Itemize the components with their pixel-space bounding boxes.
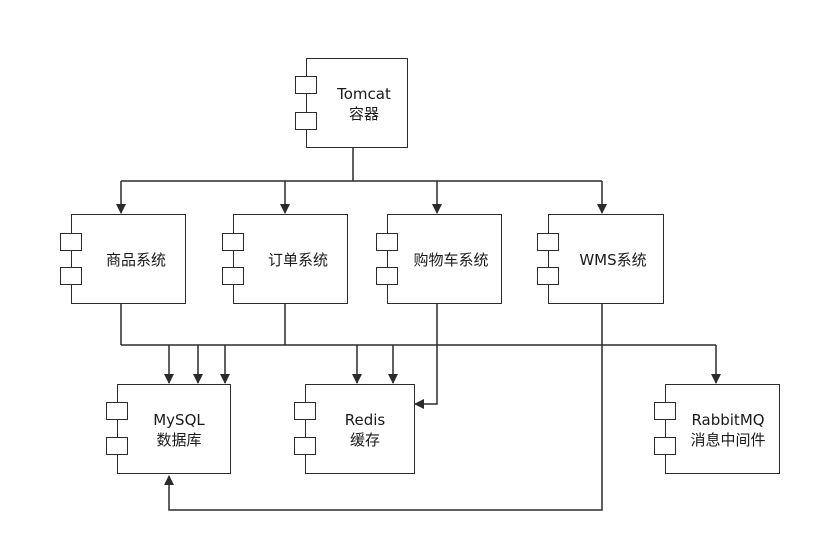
tomcat-label-line1: Tomcat [337,85,391,103]
order-label: 订单系统 [250,250,346,270]
wms-port-top [537,233,559,251]
order-component [233,214,348,304]
tomcat-component [306,58,408,148]
tomcat-label: Tomcat 容器 [322,84,406,124]
tomcat-label-line2: 容器 [348,105,379,123]
rabbitmq-label-line2: 消息中间件 [690,431,766,449]
order-port-bottom [222,267,244,285]
order-port-top [222,233,244,251]
redis-label-line2: 缓存 [349,431,380,449]
mysql-port-bottom [106,437,128,455]
redis-port-top [294,402,316,420]
order-label-line1: 订单系统 [267,251,328,269]
redis-label: Redis 缓存 [318,410,412,450]
mysql-label: MySQL 数据库 [131,410,227,450]
redis-label-line1: Redis [344,411,386,429]
cart-port-top [376,233,398,251]
cart-component [387,214,502,304]
wms-label: WMS系统 [564,250,662,270]
cart-to-redis-line [414,304,438,409]
rabbitmq-label: RabbitMQ 消息中间件 [679,410,777,450]
goods-component [71,214,186,304]
tomcat-port-top [295,76,317,94]
wms-port-bottom [537,267,559,285]
cart-port-bottom [376,267,398,285]
goods-port-bottom [60,267,82,285]
rabbitmq-component [665,384,780,474]
mysql-port-top [106,402,128,420]
redis-component [305,384,415,474]
wms-label-line1: WMS系统 [579,251,647,269]
wms-component [548,214,664,304]
rabbitmq-port-bottom [654,437,676,455]
rabbitmq-label-line1: RabbitMQ [691,411,765,429]
redis-port-bottom [294,437,316,455]
cart-label: 购物车系统 [402,250,500,270]
mysql-label-line1: MySQL [153,411,205,429]
mysql-component [117,384,231,474]
goods-port-top [60,233,82,251]
rabbitmq-port-top [654,402,676,420]
tomcat-port-bottom [295,112,317,130]
wms-to-mysql-line [164,304,603,511]
mysql-label-line2: 数据库 [156,431,202,449]
goods-label-line1: 商品系统 [105,251,166,269]
cart-label-line1: 购物车系统 [413,251,489,269]
goods-label: 商品系统 [88,250,184,270]
